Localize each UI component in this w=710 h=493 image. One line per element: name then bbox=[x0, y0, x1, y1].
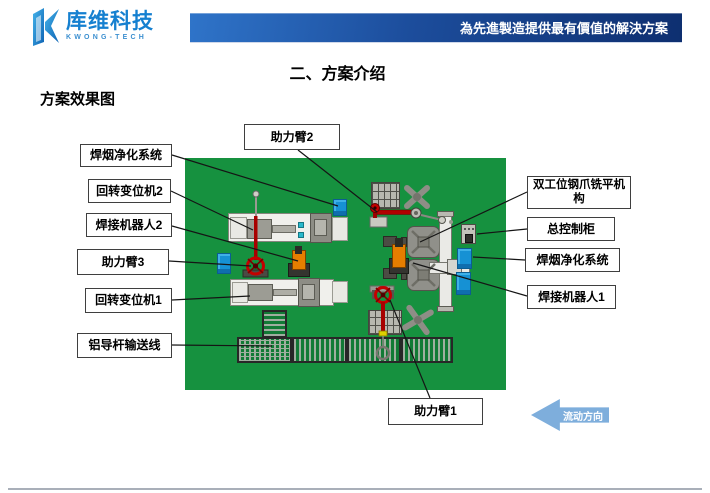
logo-subname: KWONG-TECH bbox=[66, 34, 147, 41]
fume-purifier-unit-right-2 bbox=[456, 272, 471, 295]
conveyor-segment bbox=[401, 337, 453, 363]
callout-main-control-cabinet: 总控制柜 bbox=[527, 217, 615, 241]
callout-dual-station-milling: 双工位钢爪铣平机构 bbox=[527, 176, 631, 209]
positioner-2-beam bbox=[272, 225, 296, 233]
cross-part-top bbox=[404, 185, 430, 209]
positioner-2-right-block bbox=[332, 217, 348, 241]
cross-part-bottom bbox=[402, 304, 434, 336]
conveyor-segment bbox=[347, 337, 401, 363]
milling-rail-cap bbox=[437, 306, 454, 312]
welding-robot-1-body bbox=[392, 244, 406, 268]
callout-fume-purifier-left: 焊烟净化系统 bbox=[80, 144, 172, 167]
welding-robot-1-arm bbox=[395, 238, 403, 247]
callout-positioner-2: 回转变位机2 bbox=[88, 179, 171, 203]
callout-positioner-1: 回转变位机1 bbox=[85, 288, 172, 313]
flow-direction-arrow: 流动方向 bbox=[531, 399, 609, 431]
header-slogan-banner: 為先進製造提供最有價值的解決方案 bbox=[190, 13, 682, 42]
positioner-2-pad bbox=[298, 222, 304, 228]
layout-diagram-board bbox=[185, 158, 506, 390]
positioner-1-right-block bbox=[332, 281, 348, 303]
positioner-1-headstock bbox=[248, 284, 273, 301]
milling-fixture-1 bbox=[407, 226, 440, 258]
positioner-2-pad bbox=[298, 232, 304, 238]
pallet-rack-top bbox=[371, 182, 400, 209]
callout-fume-purifier-right: 焊烟净化系统 bbox=[525, 248, 620, 272]
logo-icon bbox=[33, 8, 59, 46]
fume-purifier-unit-left bbox=[217, 253, 231, 274]
flow-direction-label: 流动方向 bbox=[563, 411, 603, 423]
conveyor-segment bbox=[292, 337, 347, 363]
callout-power-arm-3: 助力臂3 bbox=[77, 249, 169, 275]
logo-name: 库维科技 bbox=[66, 10, 154, 33]
positioner-2-tailstock-inner bbox=[314, 219, 327, 236]
conveyor-vertical-segment bbox=[262, 310, 287, 338]
callout-welding-robot-2: 焊接机器人2 bbox=[86, 213, 172, 237]
pallet-rack-bottom bbox=[368, 310, 402, 335]
callout-power-arm-1: 助力臂1 bbox=[388, 398, 483, 425]
welding-robot-2-arm bbox=[295, 246, 302, 254]
callout-aluminum-rod-conveyor: 铝导杆输送线 bbox=[77, 333, 172, 358]
footer-divider bbox=[8, 488, 702, 490]
fume-purifier-unit-top bbox=[333, 199, 347, 216]
slide-subtitle: 方案效果图 bbox=[40, 91, 116, 108]
slide-title: 二、方案介绍 bbox=[289, 66, 386, 83]
logo-text: 库维科技 KWONG-TECH bbox=[66, 11, 154, 41]
fume-purifier-unit-right-1 bbox=[457, 248, 472, 269]
positioner-2-headstock bbox=[247, 219, 272, 239]
positioner-1-left-block bbox=[232, 282, 248, 303]
positioner-1-tailstock-inner bbox=[302, 284, 315, 300]
main-control-cabinet-unit bbox=[461, 224, 476, 244]
callout-power-arm-2: 助力臂2 bbox=[244, 124, 340, 150]
positioner-1-beam bbox=[273, 289, 297, 296]
conveyor-segment bbox=[237, 337, 292, 363]
company-logo: 库维科技 KWONG-TECH bbox=[30, 6, 154, 46]
positioner-2-left-block bbox=[230, 217, 247, 239]
callout-welding-robot-1: 焊接机器人1 bbox=[527, 285, 616, 309]
